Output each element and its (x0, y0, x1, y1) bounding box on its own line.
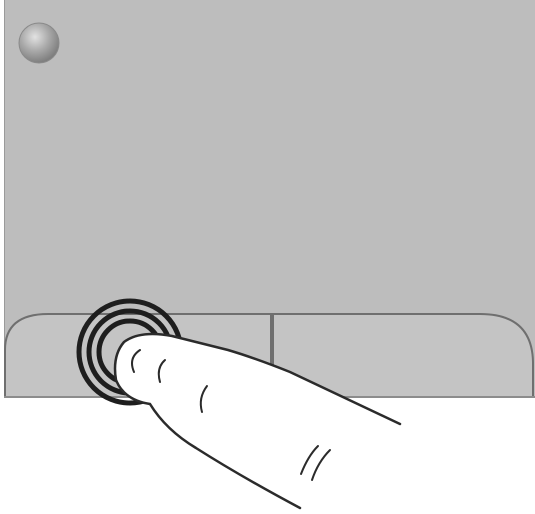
touchpad-indicator-light (19, 23, 59, 63)
